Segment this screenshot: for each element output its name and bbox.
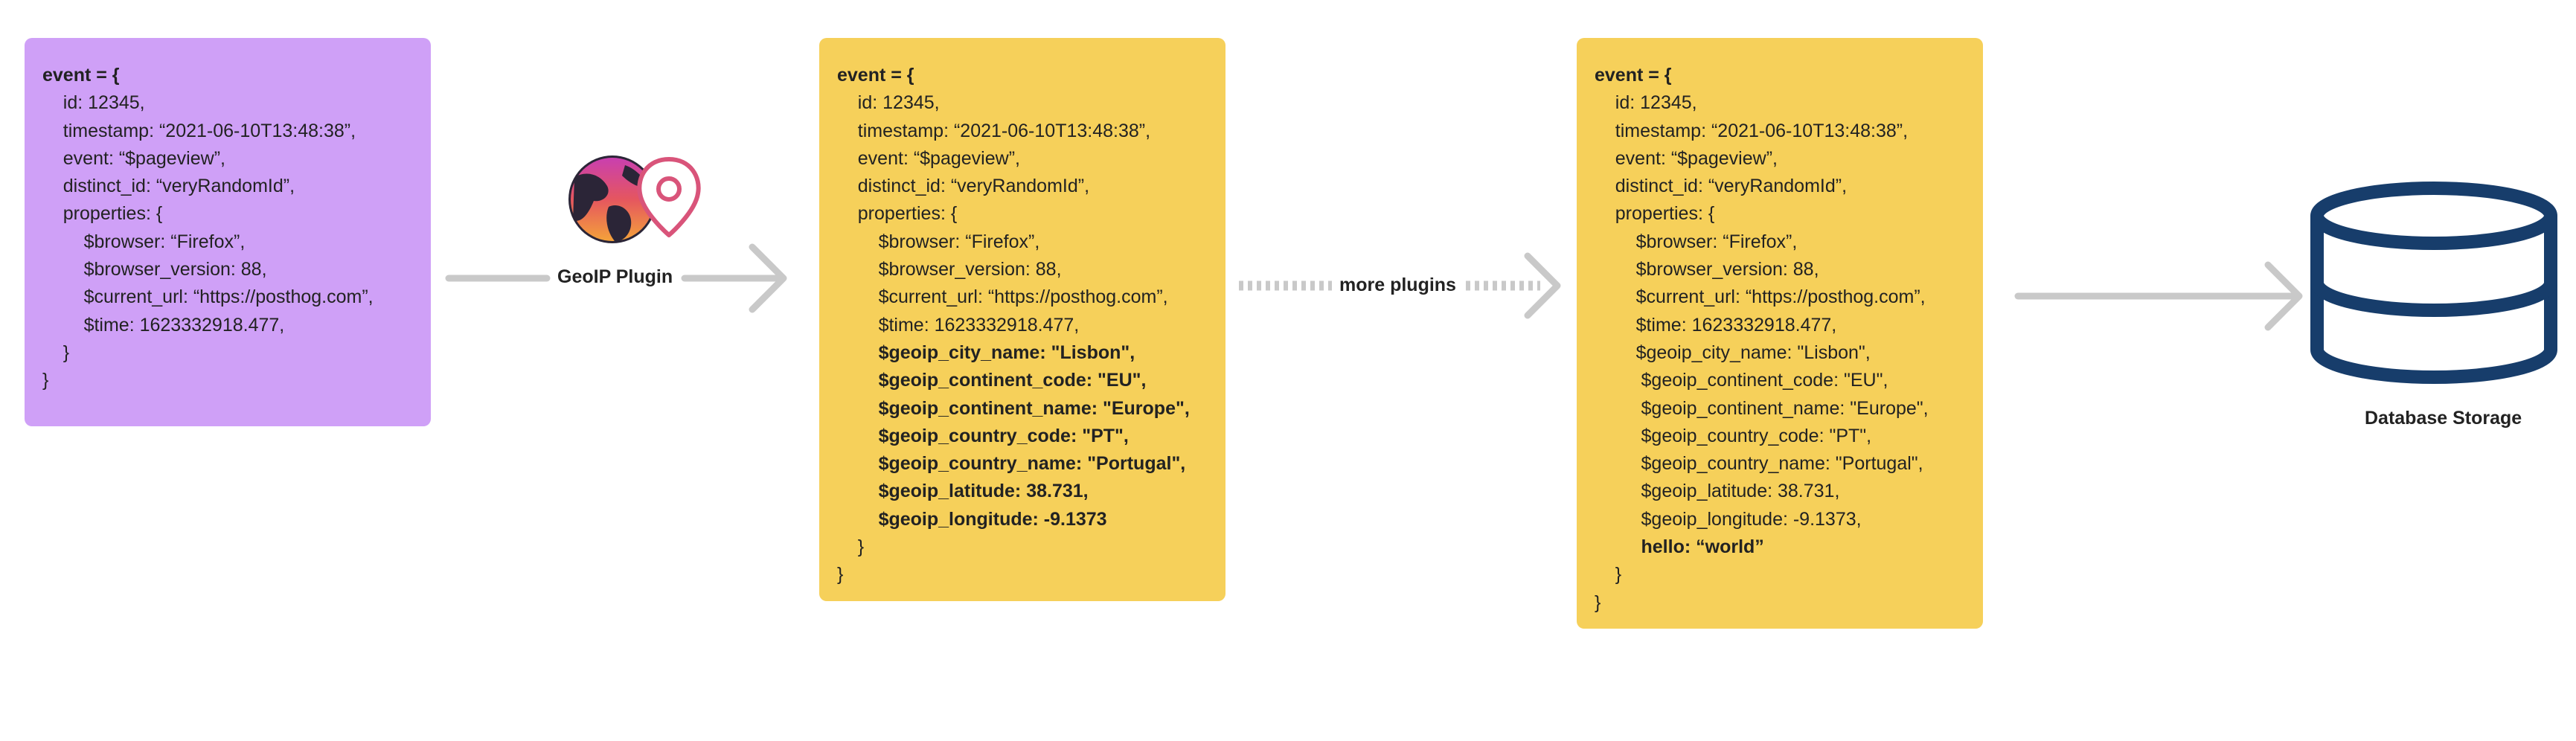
code-line: timestamp: “2021-06-10T13:48:38”,: [837, 120, 1151, 141]
code-line: event = {: [1595, 65, 1672, 86]
code-line: $time: 1623332918.477,: [1595, 314, 1837, 336]
code-line: properties: {: [42, 203, 163, 225]
code-line: $current_url: “https://posthog.com”,: [837, 286, 1168, 308]
code-line: event: “$pageview”,: [1595, 147, 1778, 169]
code-line: $browser: “Firefox”,: [837, 231, 1040, 252]
code-line: $geoip_country_name: "Portugal",: [1595, 453, 1923, 475]
storage-arrow: [2014, 261, 2303, 331]
code-line: $geoip_city_name: "Lisbon",: [1595, 341, 1871, 363]
more-plugins-arrow: [1239, 252, 1561, 319]
code-line: $geoip_latitude: 38.731,: [1595, 481, 1840, 502]
code-line: timestamp: “2021-06-10T13:48:38”,: [1595, 120, 1909, 141]
code-line: $geoip_latitude: 38.731,: [837, 481, 1089, 502]
code-line: $time: 1623332918.477,: [42, 314, 285, 336]
code-line: event: “$pageview”,: [42, 147, 225, 169]
code-line: $geoip_continent_name: "Europe",: [837, 397, 1190, 419]
more-plugins-label: more plugins: [1339, 275, 1456, 295]
code-line: }: [1595, 564, 1622, 586]
code-line: properties: {: [837, 203, 958, 225]
code-line: id: 12345,: [1595, 92, 1697, 114]
code-line: $time: 1623332918.477,: [837, 314, 1080, 336]
code-line: $geoip_city_name: "Lisbon",: [837, 341, 1135, 363]
code-line: event: “$pageview”,: [837, 147, 1020, 169]
code-line: }: [42, 341, 70, 363]
code-line: id: 12345,: [837, 92, 940, 114]
geoip-enriched-event-box: event = { id: 12345, timestamp: “2021-06…: [819, 38, 1225, 601]
code-line: $current_url: “https://posthog.com”,: [1595, 286, 1926, 308]
code-line: event = {: [42, 65, 120, 86]
code-line: $geoip_continent_code: "EU",: [1595, 370, 1888, 391]
code-line: $browser: “Firefox”,: [1595, 231, 1798, 252]
code-line: hello: “world”: [1595, 536, 1764, 558]
code-line: $browser: “Firefox”,: [42, 231, 246, 252]
code-line: $geoip_continent_code: "EU",: [837, 370, 1147, 391]
code-line: event = {: [837, 65, 914, 86]
geoip-plugin-label: GeoIP Plugin: [557, 266, 673, 287]
code-line: $geoip_continent_name: "Europe",: [1595, 397, 1929, 419]
code-line: }: [42, 370, 49, 391]
final-event-box: event = { id: 12345, timestamp: “2021-06…: [1577, 38, 1983, 629]
code-line: $geoip_longitude: -9.1373: [837, 508, 1107, 530]
code-line: distinct_id: “veryRandomId”,: [42, 176, 295, 197]
code-line: $current_url: “https://posthog.com”,: [42, 286, 374, 308]
code-line: }: [1595, 591, 1601, 613]
code-line: distinct_id: “veryRandomId”,: [837, 176, 1090, 197]
geoip-arrow: [445, 243, 787, 313]
code-line: distinct_id: “veryRandomId”,: [1595, 176, 1848, 197]
code-line: $geoip_longitude: -9.1373,: [1595, 508, 1862, 530]
code-line: $geoip_country_name: "Portugal",: [837, 453, 1186, 475]
code-line: $browser_version: 88,: [1595, 259, 1819, 280]
input-event-box: event = { id: 12345, timestamp: “2021-06…: [25, 38, 431, 426]
code-line: $browser_version: 88,: [42, 259, 267, 280]
code-line: timestamp: “2021-06-10T13:48:38”,: [42, 120, 356, 141]
code-line: }: [837, 536, 865, 558]
code-line: $geoip_country_code: "PT",: [1595, 425, 1872, 446]
code-line: id: 12345,: [42, 92, 145, 114]
code-line: }: [837, 564, 844, 586]
database-icon: [2310, 182, 2557, 384]
globe-location-pin-icon: [568, 155, 701, 243]
database-storage-label: Database Storage: [2365, 408, 2522, 429]
code-line: properties: {: [1595, 203, 1715, 225]
code-line: $browser_version: 88,: [837, 259, 1062, 280]
code-line: $geoip_country_code: "PT",: [837, 425, 1129, 446]
